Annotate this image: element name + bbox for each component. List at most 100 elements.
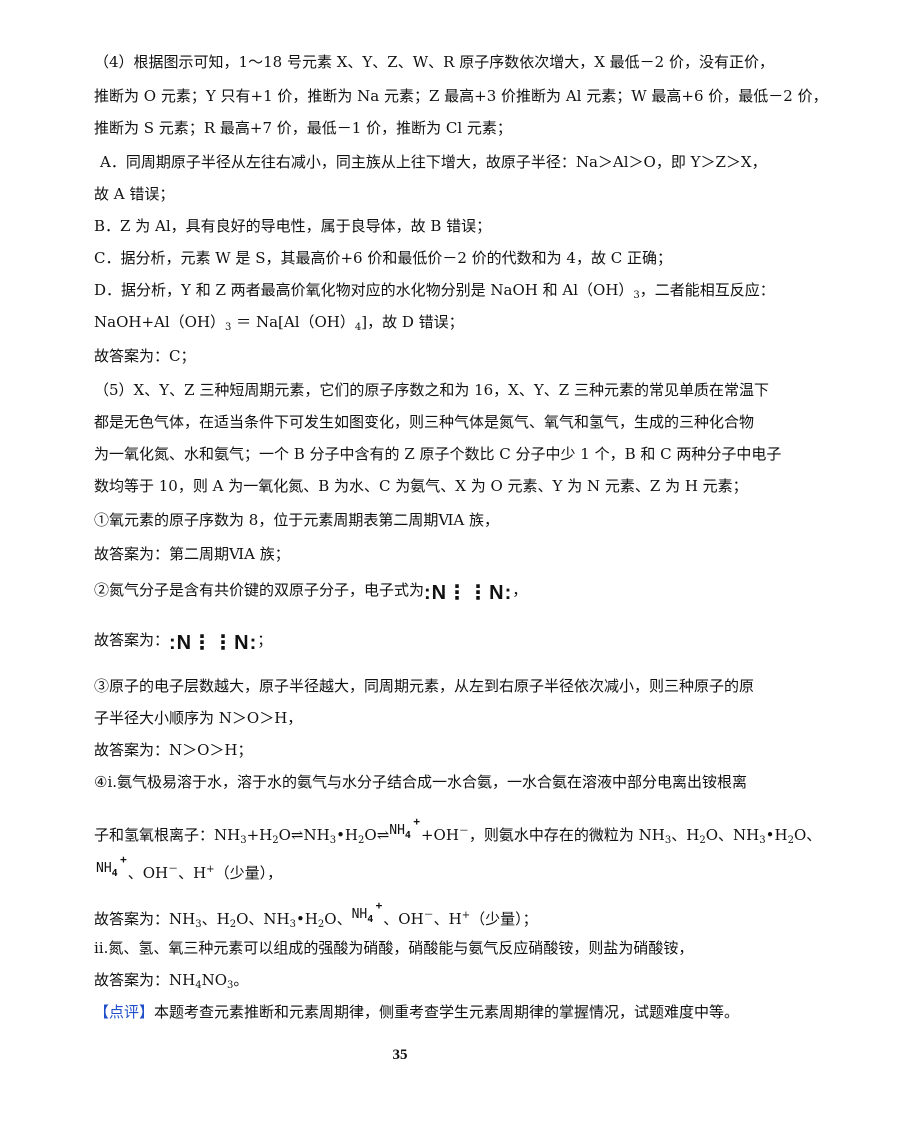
text: O、 <box>324 910 352 928</box>
p5-line-3: 为一氧化氮、水和氨气；一个 B 分子中含有的 Z 原子个数比 C 分子中少 1 … <box>94 445 782 463</box>
answer-tail: ； <box>257 631 273 649</box>
nh4-subscript: 4 <box>367 914 374 925</box>
subscript: 2 <box>358 835 365 846</box>
text: ，则氨水中存在的微粒为 NH <box>468 826 665 844</box>
superscript: － <box>168 864 179 875</box>
q3-line-2: 子半径大小顺序为 N＞O＞H， <box>94 709 303 727</box>
q2-text-tail: ， <box>512 581 528 599</box>
q2-text-body: ②氮气分子是含有共价键的双原子分子，电子式为 <box>94 581 425 599</box>
superscript: － <box>423 910 434 921</box>
subscript: 2 <box>317 919 325 930</box>
text: 。 <box>233 971 249 989</box>
text: 、H <box>433 910 462 928</box>
subscript: 4 <box>354 322 362 333</box>
subscript: 2 <box>272 835 279 846</box>
text: 、H <box>671 826 700 844</box>
q2-text: ②氮气分子是含有共价键的双原子分子，电子式为:N⋮⋮N:， <box>94 580 894 604</box>
answer-label: 故答案为： <box>94 631 170 649</box>
nh4-charge: + <box>413 815 420 828</box>
option-d-text-tail: ，二者能相互反应： <box>639 281 775 299</box>
text: （少量）， <box>214 864 283 882</box>
nh4-subscript: 4 <box>404 830 411 841</box>
text: 子和氢氧根离子：NH <box>94 826 241 844</box>
nh4-charge: + <box>120 853 127 866</box>
comment-line: 【点评】本题考查元素推断和元素周期律，侧重考查学生元素周期律的掌握情况，试题难度… <box>94 1002 894 1022</box>
q3-line-1: ③原子的电子层数越大，原子半径越大，同周期元素，从左到右原子半径依次减小，则三种… <box>94 677 755 695</box>
subscript: 3 <box>289 919 296 930</box>
subscript: 3 <box>633 290 640 301</box>
subscript: 3 <box>227 980 234 991</box>
text: +H <box>246 826 273 844</box>
n2-electron-formula-answer: :N⋮⋮N: <box>169 632 258 654</box>
answer-p4: 故答案为：C； <box>94 347 196 365</box>
text: •H <box>765 826 788 844</box>
text: O⇌NH <box>278 826 330 844</box>
equation-part: ＝ Na[Al（OH） <box>231 313 355 331</box>
subscript: 3 <box>225 322 232 333</box>
document-page: （4）根据图示可知，1～18 号元素 X、Y、Z、W、R 原子序数依次增大，X … <box>94 53 828 1063</box>
nh4-base: NH <box>389 823 405 838</box>
nh4-base: NH <box>96 861 112 876</box>
subscript: 3 <box>759 835 766 846</box>
q5-text: ⅱ.氮、氢、氧三种元素可以组成的强酸为硝酸，硝酸能与氨气反应硝酸铵，则盐为硝酸铵… <box>94 939 694 957</box>
q1-answer: 故答案为：第二周期ⅥA 族； <box>94 545 290 563</box>
option-c: C．据分析，元素 W 是 S，其最高价+6 价和最低价－2 价的代数和为 4，故… <box>94 249 672 267</box>
nh4-charge: + <box>375 899 383 912</box>
n2-electron-formula: :N⋮⋮N: <box>424 582 513 604</box>
text: 、H <box>201 910 230 928</box>
subscript: 2 <box>229 919 237 930</box>
p5-line-4: 数均等于 10，则 A 为一氧化氮、B 为水、C 为氨气、X 为 O 元素、Y … <box>94 477 748 495</box>
option-b: B．Z 为 Al，具有良好的导电性，属于良导体，故 B 错误； <box>94 217 492 235</box>
superscript: + <box>206 864 215 875</box>
subscript: 3 <box>664 835 672 846</box>
q3-answer: 故答案为：N＞O＞H； <box>94 741 253 759</box>
option-d-equation: NaOH+Al（OH）3 ＝ Na[Al（OH）4]，故 D 错误； <box>94 312 894 338</box>
equation-part: NaOH+Al（OH） <box>94 313 226 331</box>
text: 、OH <box>383 910 424 928</box>
text: 故答案为：NH <box>94 910 196 928</box>
p4-line-3: 推断为 S 元素；R 最高+7 价，最低－1 价，推断为 Cl 元素； <box>94 119 512 137</box>
option-a-line-1: A．同周期原子半径从左往右减小，同主族从上往下增大，故原子半径：Na＞Al＞O，… <box>100 153 767 171</box>
ammonium-ion: NH4+ <box>96 853 128 879</box>
subscript: 3 <box>195 919 202 930</box>
text: NO <box>201 971 228 989</box>
option-d-text: D．据分析，Y 和 Z 两者最高价氧化物对应的水化物分别是 NaOH 和 Al（… <box>94 281 634 299</box>
subscript: 2 <box>787 835 794 846</box>
text: O、NH <box>705 826 760 844</box>
comment-tag: 【点评】 <box>94 1003 155 1021</box>
subscript: 4 <box>195 980 202 991</box>
subscript: 3 <box>329 835 337 846</box>
q2-answer: 故答案为：:N⋮⋮N:； <box>94 630 894 654</box>
subscript: 2 <box>699 835 706 846</box>
text: 故答案为：NH <box>94 971 196 989</box>
option-d-line-1: D．据分析，Y 和 Z 两者最高价氧化物对应的水化物分别是 NaOH 和 Al（… <box>94 280 894 306</box>
text: 、H <box>178 864 207 882</box>
text: +OH <box>420 826 459 844</box>
p4-line-1: （4）根据图示可知，1～18 号元素 X、Y、Z、W、R 原子序数依次增大，X … <box>94 53 774 71</box>
superscript: － <box>458 826 469 837</box>
text: O⇌ <box>364 826 390 844</box>
q4-line-2: 子和氢氧根离子：NH3+H2O⇌NH3•H2O⇌NH4++OH－，则氨水中存在的… <box>94 815 894 851</box>
text: •H <box>295 910 318 928</box>
ammonium-ion: NH4+ <box>389 815 421 841</box>
text: •H <box>336 826 359 844</box>
page-number: 35 <box>392 1047 408 1063</box>
comment-text: 本题考查元素推断和元素周期律，侧重考查学生元素周期律的掌握情况，试题难度中等。 <box>154 1003 740 1021</box>
p5-line-2: 都是无色气体，在适当条件下可发生如图变化，则三种气体是氮气、氧气和氢气，生成的三… <box>94 413 755 431</box>
superscript: + <box>461 910 471 921</box>
p4-line-2: 推断为 O 元素；Y 只有+1 价，推断为 Na 元素；Z 最高+3 价推断为 … <box>94 87 828 105</box>
text: （少量）； <box>470 910 538 928</box>
text: O、 <box>793 826 822 844</box>
q4-answer: 故答案为：NH3、H2O、NH3•H2O、NH4+、OH－、H+（少量）； <box>94 899 894 935</box>
q1-text: ①氧元素的原子序数为 8，位于元素周期表第二周期ⅥA 族， <box>94 511 500 529</box>
nh4-subscript: 4 <box>111 868 118 879</box>
nh4-base: NH <box>351 907 368 922</box>
q5-answer: 故答案为：NH4NO3。 <box>94 970 894 996</box>
q4-line-1: ④ⅰ.氨气极易溶于水，溶于水的氨气与水分子结合成一水合氨，一水合氨在溶液中部分电… <box>94 773 748 791</box>
ammonium-ion: NH4+ <box>351 899 384 925</box>
text: 、OH <box>127 864 169 882</box>
option-a-line-2: 故 A 错误； <box>94 185 175 203</box>
subscript: 3 <box>240 835 247 846</box>
p5-line-1: （5）X、Y、Z 三种短周期元素，它们的原子序数之和为 16，X、Y、Z 三种元… <box>94 381 769 399</box>
text: O、NH <box>236 910 290 928</box>
